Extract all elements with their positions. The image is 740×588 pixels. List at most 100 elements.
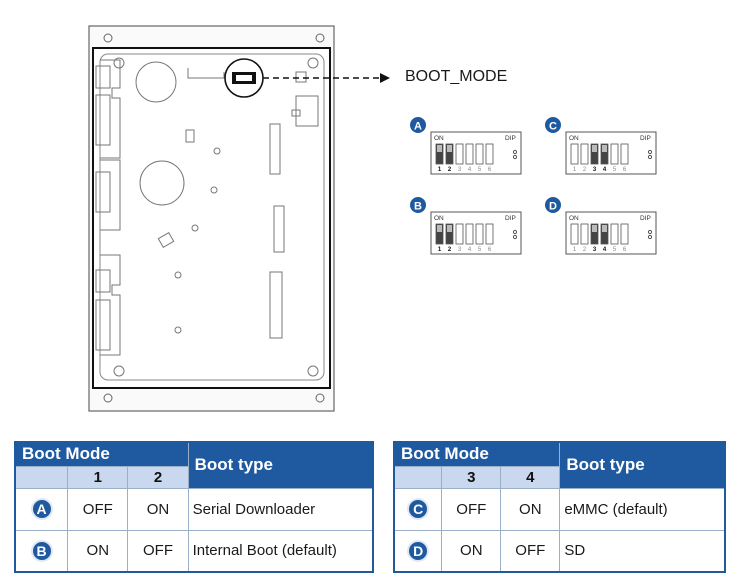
boot-type-value: Serial Downloader: [187, 487, 374, 531]
dip-toggle-2: [445, 223, 454, 245]
boot-type-value: Internal Boot (default): [187, 529, 374, 573]
pcb: [99, 53, 325, 381]
mount-hole-tr: [315, 33, 325, 43]
dip-toggle-4: [600, 143, 609, 165]
dip-side-mark: [512, 229, 518, 235]
screw: [113, 57, 125, 69]
boot-mode-table-1: Boot Mode Boot type 1 2 A OFF ON Serial …: [14, 441, 374, 573]
dip-toggle-4: [465, 143, 474, 165]
badge-c: C: [407, 498, 430, 520]
config-badge-letter: C: [549, 121, 557, 133]
table-1-badge-col-head: [14, 465, 69, 489]
dip-number: 2: [583, 167, 587, 173]
dip-side-mark: [512, 234, 518, 240]
dip-toggle-1: [570, 223, 579, 245]
row-badge-cell: D: [393, 529, 443, 573]
components: [157, 68, 319, 339]
table-1-header-title: Boot Mode: [14, 441, 189, 466]
dip-toggle-3: [455, 223, 464, 245]
table-2-badge-col-head: [393, 465, 443, 489]
buzzer: [139, 160, 185, 206]
table-row: A OFF ON Serial Downloader: [14, 487, 374, 531]
dip-label: DIP: [505, 215, 516, 222]
boot-mode-table-2: Boot Mode Boot type 3 4 C OFF ON eMMC (d…: [393, 441, 726, 573]
dip-on-label: ON: [569, 215, 579, 222]
dip-side-mark: [512, 154, 518, 160]
config-badge-letter: D: [549, 201, 557, 213]
dip-label: DIP: [640, 215, 651, 222]
row-badge-cell: A: [14, 487, 69, 531]
table-2-header-type: Boot type: [559, 441, 726, 489]
dip-on-label: ON: [569, 135, 579, 142]
board-outline: [92, 47, 331, 389]
dip-toggle-knob: [447, 145, 452, 152]
config-badge-circle: [410, 117, 426, 133]
dip-toggle-5: [610, 223, 619, 245]
dip-side-mark: [647, 234, 653, 240]
config-badge-circle: [545, 197, 561, 213]
dip-on-label: ON: [434, 215, 444, 222]
dip-number: 5: [478, 247, 482, 253]
dip-number: 1: [573, 247, 577, 253]
dip-toggle-2: [580, 223, 589, 245]
arrow-head: [380, 73, 390, 83]
boot-type-value: eMMC (default): [559, 487, 726, 531]
dip-number: 2: [448, 247, 452, 253]
dip-number: 4: [468, 167, 472, 173]
dip-toggle-knob: [592, 145, 597, 152]
dip-toggle-3: [590, 143, 599, 165]
row-badge-cell: B: [14, 529, 69, 573]
dip-side-mark: [512, 149, 518, 155]
dip-number: 5: [478, 167, 482, 173]
badge-b: B: [30, 539, 53, 562]
dip-toggle-knob: [602, 145, 607, 152]
dip-side-mark: [647, 229, 653, 235]
dip-number: 5: [613, 247, 617, 253]
boot-switch-window: [236, 75, 252, 81]
table-row: C OFF ON eMMC (default): [393, 487, 726, 531]
switch-3-value: OFF: [441, 487, 502, 531]
dip-toggle-knob: [602, 225, 607, 232]
dip-toggle-2: [580, 143, 589, 165]
table-2-col-3: 3: [441, 465, 502, 489]
dip-number: 3: [593, 167, 597, 173]
dip-number: 4: [603, 247, 607, 253]
dip-number: 6: [623, 167, 627, 173]
mount-hole-br: [315, 393, 325, 403]
dip-number: 2: [583, 247, 587, 253]
switch-2-value: OFF: [127, 529, 189, 573]
table-1-header-type: Boot type: [187, 441, 374, 489]
dip-toggle-knob: [592, 225, 597, 232]
table-row: B ON OFF Internal Boot (default): [14, 529, 374, 573]
badge-d: D: [407, 539, 430, 562]
dip-number: 3: [458, 247, 462, 253]
dip-side-mark: [647, 154, 653, 160]
dip-side-mark: [647, 149, 653, 155]
row-badge-cell: C: [393, 487, 443, 531]
dip-toggle-6: [620, 143, 629, 165]
dip-toggle-1: [570, 143, 579, 165]
dip-number: 4: [468, 247, 472, 253]
screw: [307, 365, 319, 377]
screw: [307, 57, 319, 69]
dip-number: 3: [593, 247, 597, 253]
table-2-header-title: Boot Mode: [393, 441, 561, 466]
table-1-col-1: 1: [67, 465, 129, 489]
mount-hole-bl: [103, 393, 113, 403]
dip-number: 5: [613, 167, 617, 173]
dip-number: 6: [488, 167, 492, 173]
dip-number: 1: [438, 167, 442, 173]
config-badge-letter: B: [414, 201, 422, 213]
dip-label: DIP: [505, 135, 516, 142]
switch-1-value: OFF: [67, 487, 129, 531]
dip-toggle-2: [445, 143, 454, 165]
dip-number: 2: [448, 167, 452, 173]
dip-toggle-knob: [437, 225, 442, 232]
dip-number: 4: [603, 167, 607, 173]
switch-4-value: ON: [500, 487, 561, 531]
